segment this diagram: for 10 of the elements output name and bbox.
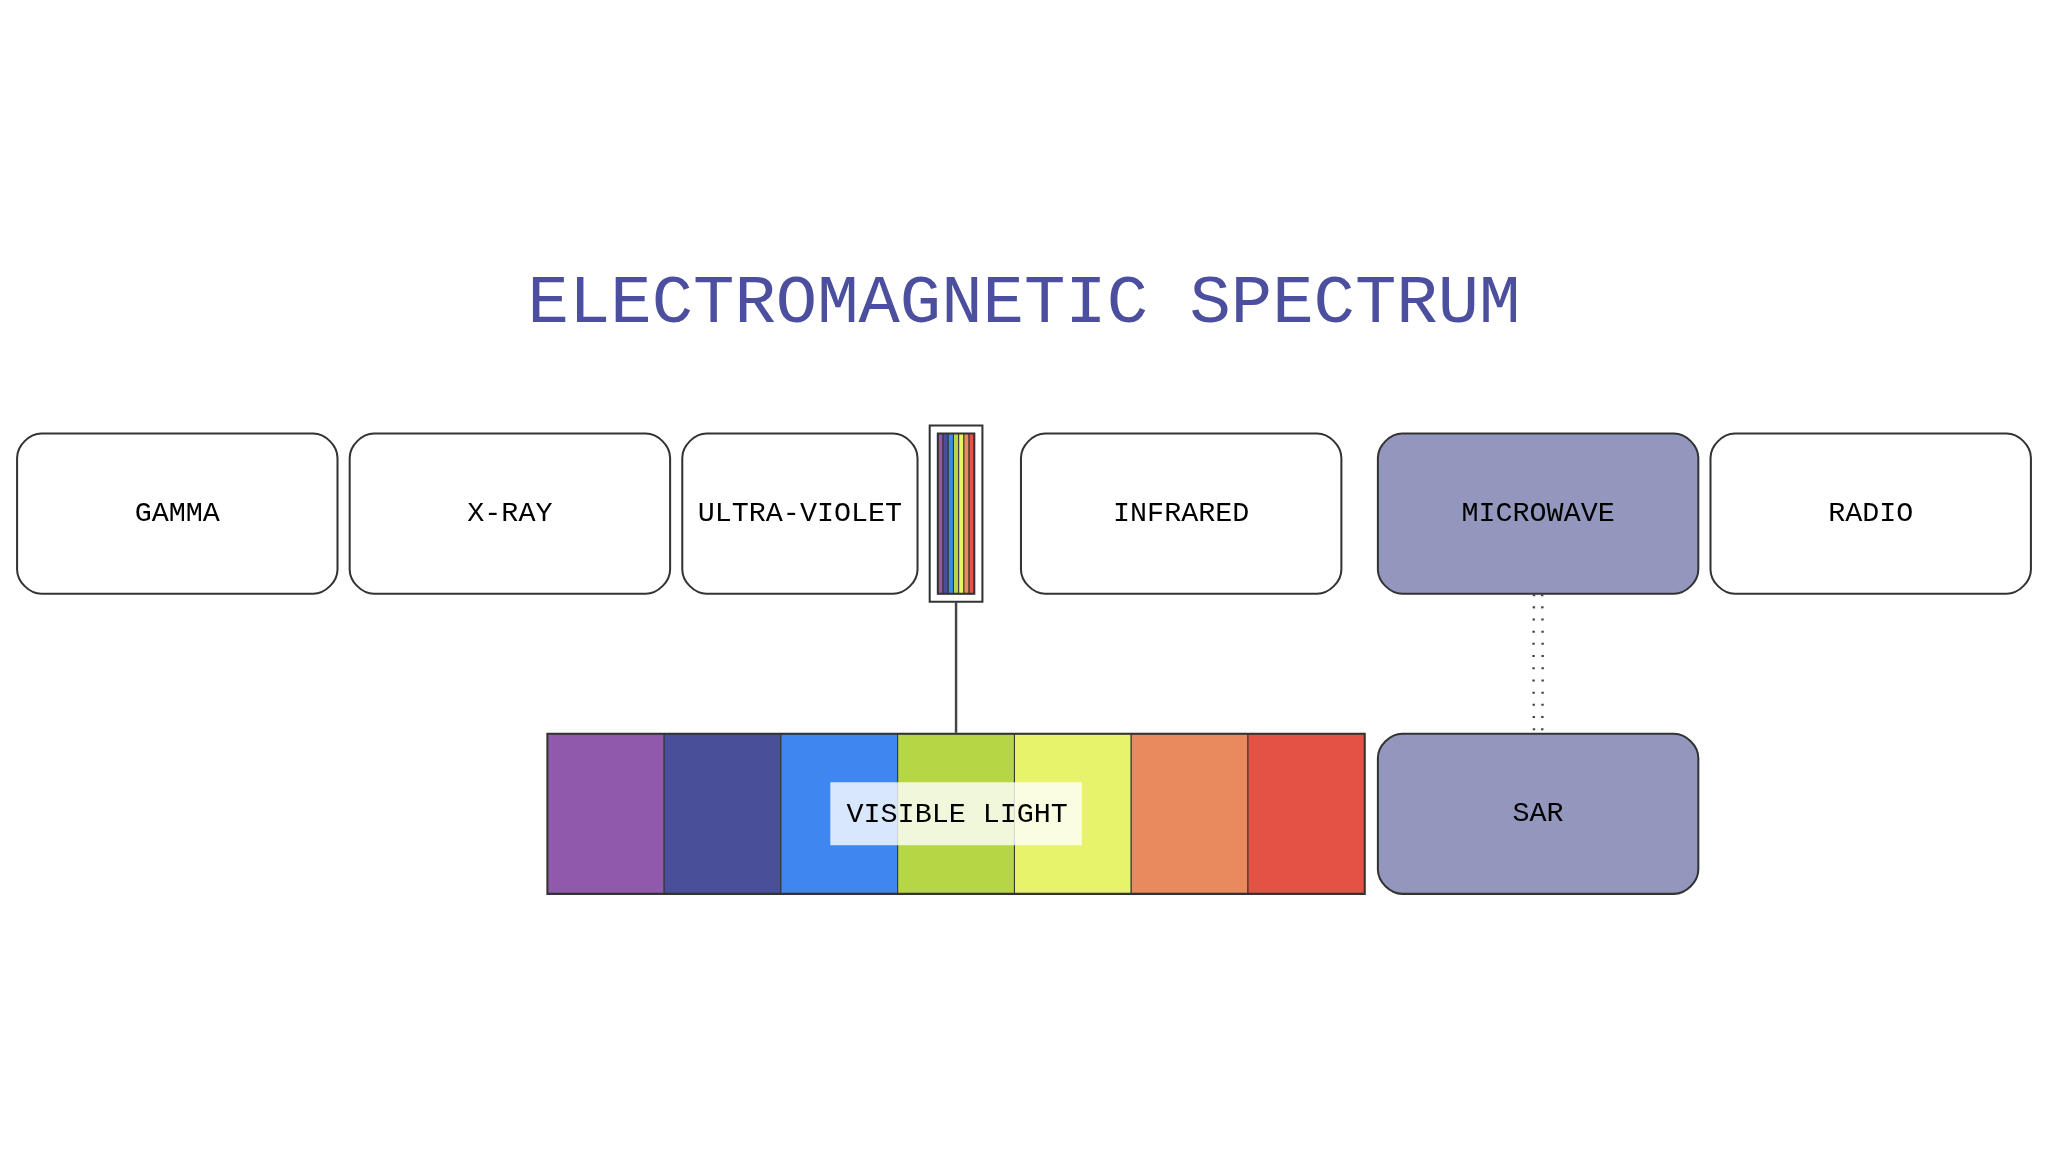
diagram-title: ELECTROMAGNETIC SPECTRUM [527, 264, 1521, 343]
connector [954, 601, 958, 733]
node-box: X-RAY [348, 432, 672, 595]
node-box: GAMMA [16, 432, 339, 595]
node-box: RADIO [1709, 432, 2032, 595]
node-box: MICROWAVE [1376, 432, 1700, 595]
node-box: SAR [1376, 732, 1700, 895]
node-box: ULTRA-VIOLET [681, 432, 919, 595]
node-bar [928, 423, 984, 603]
node-box: INFRARED [1019, 432, 1343, 595]
